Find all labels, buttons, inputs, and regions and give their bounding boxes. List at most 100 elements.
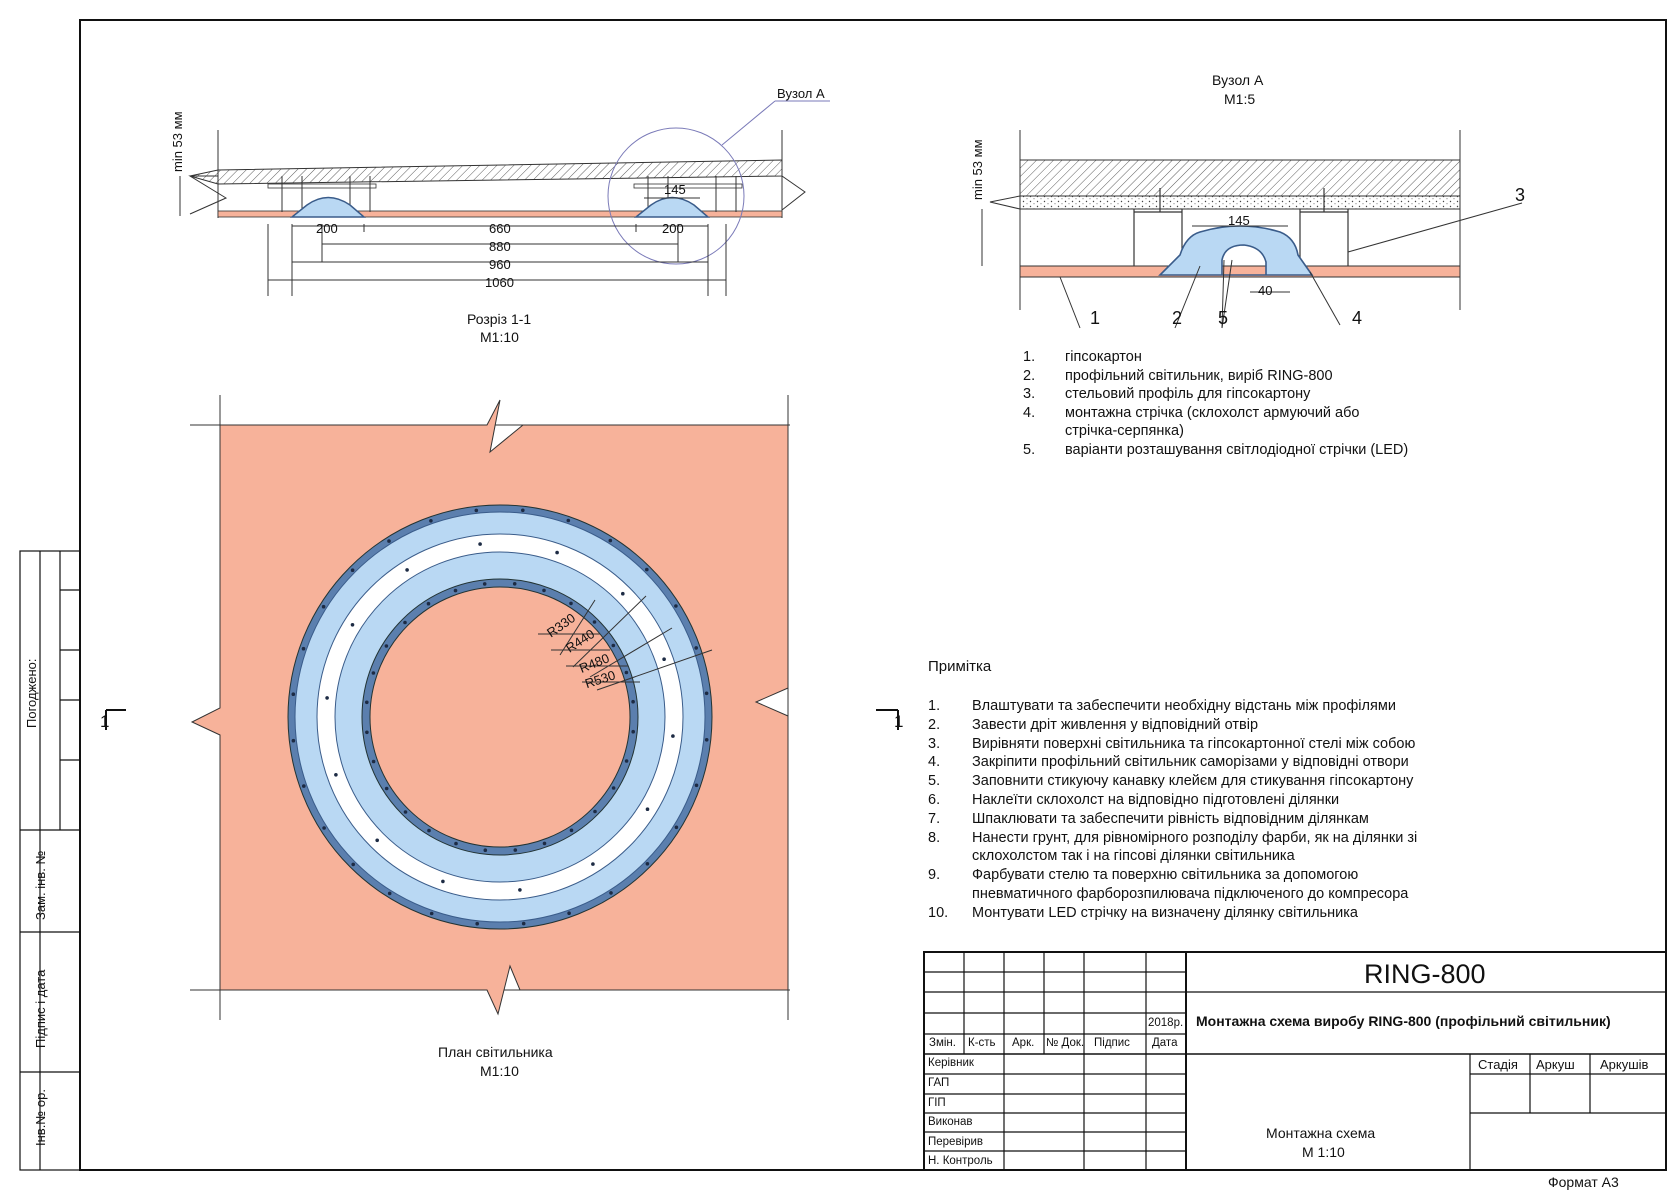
mounting-hole	[427, 828, 431, 833]
side-inv-original: Інв.№ ор.	[33, 1089, 48, 1146]
note-item: 4.Закріпити профільний світильник саморі…	[928, 754, 1409, 771]
dim-960: 960	[489, 257, 511, 272]
luminaire-profile-right	[633, 196, 711, 218]
mounting-hole	[631, 729, 635, 734]
legend-list: 1.гіпсокартон 2.профільний світильник, в…	[1023, 348, 1408, 460]
hdr-doc: № Док.	[1046, 1037, 1085, 1049]
luminaire-plan	[105, 395, 899, 1020]
note-item: 9.Фарбувати стелю та поверхню світильник…	[928, 867, 1359, 884]
sheet-title: Монтажна схема	[1266, 1125, 1376, 1141]
drawing-description: Монтажна схема виробу RING-800 (профільн…	[1196, 1013, 1611, 1029]
mounting-hole	[454, 841, 458, 846]
mounting-hole	[405, 568, 409, 572]
sheet-scale: М 1:10	[1302, 1144, 1345, 1160]
side-inv-replace: Зам. інв. №	[33, 850, 48, 920]
mounting-hole	[512, 582, 517, 586]
mounting-hole	[611, 786, 616, 790]
mounting-hole	[694, 646, 698, 650]
hdr-stage: Стадія	[1478, 1057, 1518, 1072]
cut-mark-right: 1	[894, 712, 904, 731]
section-title: Розріз 1-1	[467, 311, 532, 327]
mounting-hole	[302, 784, 306, 788]
title-block	[923, 951, 1667, 1171]
mounting-hole	[518, 888, 522, 892]
note-item: 2.Завести дріт живлення у відповідний от…	[928, 716, 1259, 733]
note-item: 8.Нанести грунт, для рівномірного розпод…	[928, 829, 1418, 846]
note-item: склохолстом так і на гіпсові ділянки сві…	[972, 848, 1295, 865]
mounting-hole	[384, 644, 389, 648]
note-item: 7.Шпаклювати та забеспечити рівність від…	[928, 810, 1369, 827]
mounting-hole	[624, 759, 629, 763]
product-name: RING-800	[1364, 959, 1486, 989]
mounting-hole	[429, 911, 434, 916]
role-executed: Виконав	[928, 1116, 973, 1128]
min-height-label: min 53 мм	[170, 111, 185, 172]
dim-1060: 1060	[485, 275, 514, 290]
node-a-detail	[981, 130, 1523, 329]
mounting-hole	[325, 696, 329, 700]
note-item: 1.Влаштувати та забеспечити необхідну ві…	[928, 698, 1396, 714]
hdr-count: К-сть	[968, 1037, 996, 1049]
mounting-hole	[591, 862, 595, 866]
mounting-hole	[350, 623, 355, 627]
node-min-height: min 53 мм	[970, 139, 985, 200]
callout-5: 5	[1218, 308, 1229, 328]
node-a-callout-circle	[607, 127, 745, 265]
legend-item: 2.профільний світильник, виріб RING-800	[1023, 367, 1333, 384]
legend-item: 5.варіанти розташування світлодіодної ст…	[1023, 441, 1409, 458]
mounting-hole	[403, 620, 407, 625]
concrete-slab-hatch	[1019, 159, 1461, 197]
mounting-hole	[482, 582, 487, 586]
plan-title: План світильника	[438, 1044, 553, 1060]
mounting-hole	[321, 604, 326, 609]
mounting-hole	[375, 838, 380, 843]
mounting-hole	[291, 692, 296, 696]
mounting-hole	[569, 828, 574, 833]
hdr-sheet: Арк.	[1012, 1037, 1035, 1049]
plan-scale: М1:10	[480, 1063, 519, 1079]
dim-880: 880	[489, 239, 511, 254]
mounting-hole	[371, 759, 376, 764]
mounting-hole	[621, 591, 625, 596]
role-checked: Перевірив	[928, 1136, 984, 1148]
mounting-hole	[569, 601, 573, 606]
mounting-hole	[403, 810, 408, 814]
note-item: 5.Заповнити стикуючу канавку клейєм для …	[928, 773, 1414, 790]
role-head: Керівник	[928, 1057, 974, 1069]
mounting-hole	[322, 826, 326, 830]
side-stamp	[19, 550, 81, 1171]
mounting-hole	[350, 568, 355, 572]
dim-145-section: 145	[664, 182, 686, 197]
mounting-hole	[441, 879, 445, 884]
role-gap: ГАП	[928, 1077, 950, 1089]
concrete-slab	[189, 159, 783, 185]
side-agreed: Погоджено:	[24, 658, 39, 728]
mounting-hole	[566, 518, 571, 523]
mounting-hole	[426, 601, 431, 606]
luminaire-profile-left	[289, 196, 367, 218]
note-item: пневматичного фарборозпилювача підключен…	[972, 885, 1409, 902]
section-1-1	[179, 100, 830, 296]
drywall-board	[1019, 265, 1461, 278]
note-item: 3.Вирівняти поверхні світильника та гіпс…	[928, 735, 1416, 752]
mounting-hole	[631, 699, 635, 704]
mounting-hole	[555, 550, 559, 555]
node-a-label: Вузол А	[777, 86, 825, 101]
mounting-hole	[521, 921, 526, 926]
mounting-hole	[475, 921, 480, 926]
mounting-hole	[351, 862, 356, 867]
mounting-hole	[609, 891, 613, 895]
legend-item: 3.стельовий профіль для гіпсокартону	[1023, 386, 1311, 403]
mounting-hole	[662, 657, 666, 661]
dim-660: 660	[489, 221, 511, 236]
legend-item: 4.монтажна стрічка (склохолст армуючий а…	[1023, 404, 1360, 421]
mounting-hole	[384, 786, 389, 791]
mounting-hole	[624, 670, 629, 675]
role-control: Н. Контроль	[928, 1155, 993, 1167]
hdr-sheets-total: Аркушів	[1600, 1057, 1649, 1072]
hdr-date: Дата	[1152, 1037, 1178, 1049]
role-gip: ГІП	[928, 1097, 946, 1109]
mounting-hole	[704, 738, 709, 742]
mounting-hole	[611, 643, 616, 648]
